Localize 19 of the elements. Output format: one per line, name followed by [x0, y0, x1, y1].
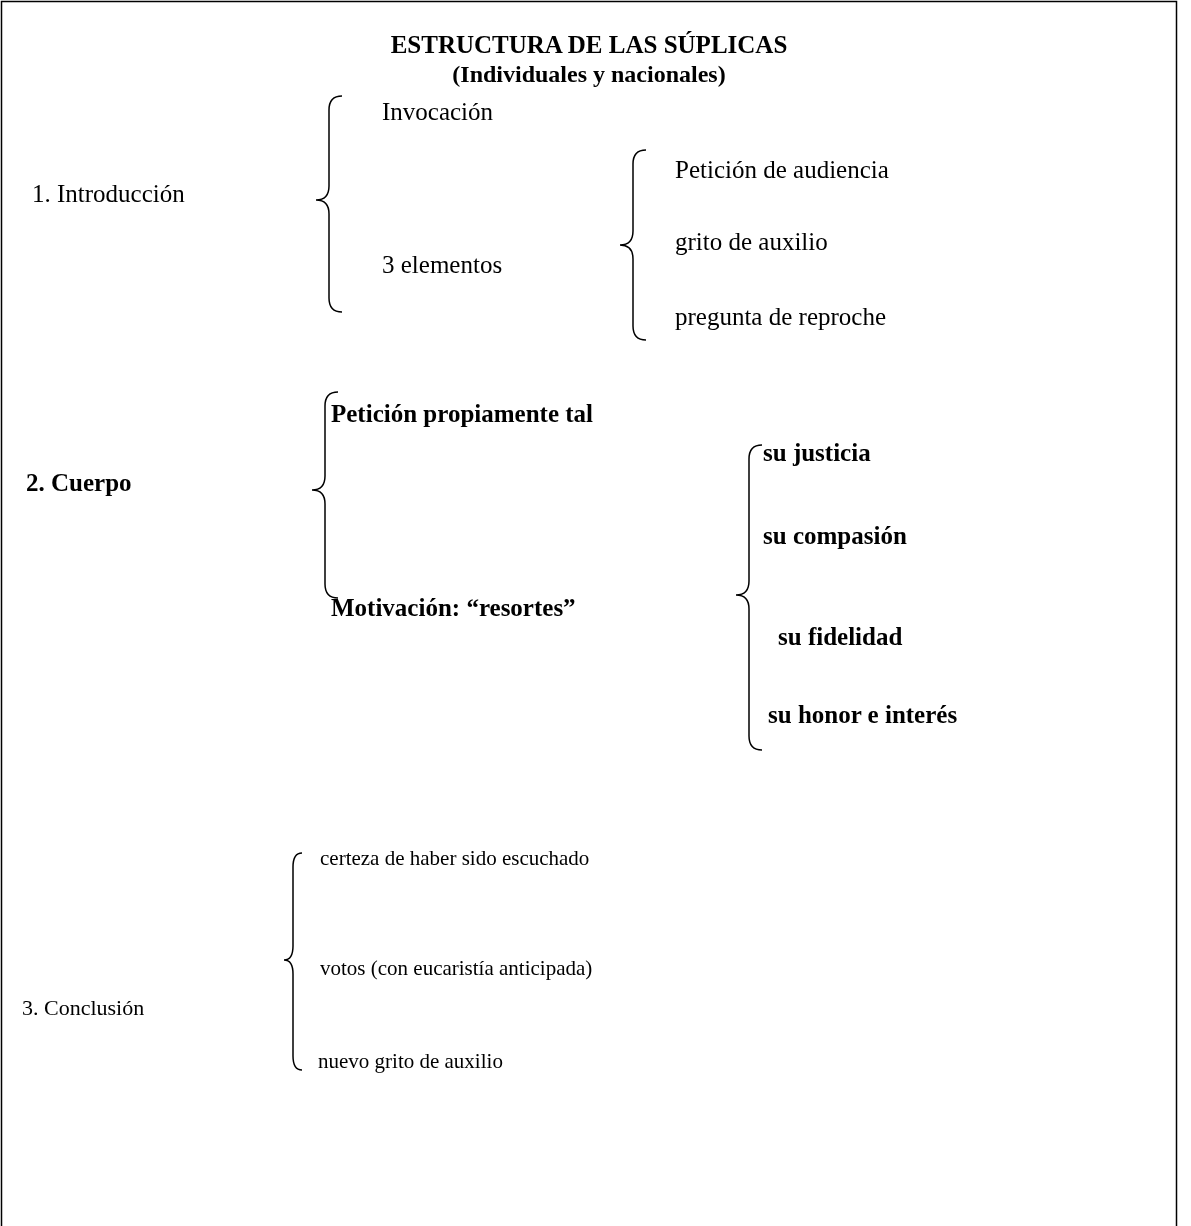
outline-item: Invocación	[382, 97, 494, 127]
outline-item: 3. Conclusión	[22, 995, 145, 1022]
outline-item: su honor e interés	[768, 700, 958, 730]
outline-item: 1. Introducción	[32, 179, 185, 209]
outline-item: certeza de haber sido escuchado	[320, 846, 590, 872]
outline-item: 2. Cuerpo	[26, 468, 132, 498]
outline-item: grito de auxilio	[675, 227, 828, 257]
outline-item: pregunta de reproche	[675, 302, 886, 332]
outline-item: Petición de audiencia	[675, 155, 889, 185]
outline-item: votos (con eucaristía anticipada)	[320, 956, 593, 982]
outline-item: Motivación: “resortes”	[331, 593, 576, 623]
outline-item: su justicia	[763, 438, 871, 468]
outline-item: 3 elementos	[382, 250, 503, 280]
diagram-title: ESTRUCTURA DE LAS SÚPLICAS	[389, 30, 789, 60]
outline-item: su fidelidad	[778, 622, 903, 652]
outline-item: Petición propiamente tal	[331, 399, 593, 429]
outline-item: su compasión	[763, 521, 907, 551]
subtitle: (Individuales y nacionales)	[451, 60, 727, 89]
outline-item: nuevo grito de auxilio	[318, 1049, 503, 1075]
